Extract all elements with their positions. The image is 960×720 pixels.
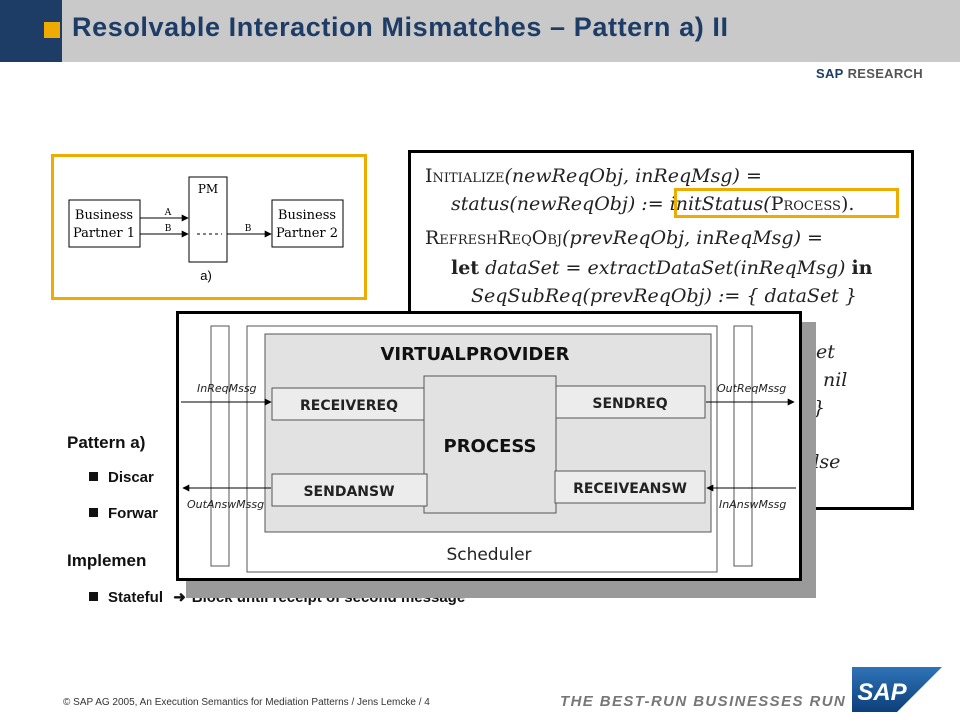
msg-a-label: A <box>164 208 172 218</box>
implies-arrow-icon: ➜ <box>173 589 186 606</box>
receiveansw-box <box>554 470 706 504</box>
sap-research-logo: SAP RESEARCH <box>816 66 923 81</box>
formula-line-3: RefreshReqObj(prevReqObj, inReqMsg) = <box>425 227 823 249</box>
sap-research-brand: SAP <box>816 66 844 81</box>
formula-fragment-brace: } <box>813 397 826 419</box>
sap-research-suffix: RESEARCH <box>847 66 923 81</box>
sap-logo: SAP <box>852 667 942 712</box>
let-expression: dataSet = extractDataSet(inReqMsg) <box>485 257 846 279</box>
business-partner-1-box <box>68 199 141 248</box>
virtualprovider-diagram: VIRTUALPROVIDER RECEIVEREQ SENDREQ PROCE… <box>176 311 802 581</box>
partner1-label-line2: Partner 1 <box>73 226 135 241</box>
bullet-square-icon <box>89 508 98 517</box>
figure-caption: a) <box>200 268 212 283</box>
sap-logo-text: SAP <box>857 679 907 706</box>
pattern-a-diagram: Business Partner 1 PM Business Partner 2… <box>51 154 367 300</box>
init-status-highlight <box>674 188 899 218</box>
receivereq-label: RECEIVEREQ <box>300 398 398 414</box>
footer-copyright: © SAP AG 2005, An Execution Semantics fo… <box>63 697 430 708</box>
bullet-square-icon <box>89 472 98 481</box>
refresh-args: (prevReqObj, inReqMsg) = <box>562 227 823 249</box>
inanswmssg-label: InAnswMssg <box>719 498 786 511</box>
formula-line-2: status(newReqObj) := initStatus(Process)… <box>451 193 854 215</box>
init-end: ). <box>840 193 855 215</box>
init-args: (newReqObj, inReqMsg) = <box>504 165 762 187</box>
implementation-heading: Implemen <box>67 551 147 570</box>
bullet-forward-text: Forwar <box>108 505 159 522</box>
receiveansw-label: RECEIVEANSW <box>573 481 687 497</box>
init-assignment: status(newReqObj) := <box>451 193 664 215</box>
slide-title: Resolvable Interaction Mismatches – Patt… <box>72 12 729 42</box>
pattern-a-svg: Business Partner 1 PM Business Partner 2… <box>68 176 344 283</box>
bullet-discard: Discar <box>89 469 154 486</box>
in-keyword: in <box>851 257 873 279</box>
formula-line-1: Initialize(newReqObj, inReqMsg) = <box>425 165 762 187</box>
refresh-keyword: RefreshReqObj <box>425 227 563 249</box>
msg-b-label: B <box>165 224 172 234</box>
seq-subreq: SeqSubReq(prevReqObj) := { dataSet } <box>471 285 857 307</box>
virtualprovider-title: VIRTUALPROVIDER <box>380 344 569 365</box>
sendansw-label: SENDANSW <box>303 484 394 500</box>
right-rail <box>733 325 753 567</box>
partner1-label-line1: Business <box>75 208 133 223</box>
bullet-square-icon <box>89 592 98 601</box>
bullet-stateful-text: Stateful <box>108 589 164 606</box>
formula-line-5: SeqSubReq(prevReqObj) := { dataSet } <box>471 285 857 307</box>
inreqmssg-label: InReqMssg <box>197 382 257 395</box>
pm-label: PM <box>198 182 218 196</box>
formula-line-4: let dataSet = extractDataSet(inReqMsg) i… <box>451 257 873 279</box>
footer-tagline: THE BEST-RUN BUSINESSES RUN SAP <box>560 693 887 710</box>
partner2-label-line1: Business <box>278 208 336 223</box>
msg-b-out-label: B <box>245 224 252 234</box>
business-partner-2-box <box>271 199 344 248</box>
header-accent-square <box>44 22 60 38</box>
process-label: PROCESS <box>444 436 537 457</box>
process-keyword: Process <box>770 193 841 215</box>
sendreq-box <box>554 385 706 419</box>
header-bar <box>62 0 960 62</box>
partner2-label-line2: Partner 2 <box>276 226 338 241</box>
virtualprovider-svg: VIRTUALPROVIDER RECEIVEREQ SENDREQ PROCE… <box>181 325 796 573</box>
bullet-forward: Forwar <box>89 505 158 522</box>
sendreq-label: SENDREQ <box>592 396 667 412</box>
init-status: initStatus( <box>669 193 771 215</box>
outreqmssg-label: OutReqMssg <box>717 382 786 395</box>
pm-box <box>188 176 228 263</box>
sendansw-box <box>271 473 428 507</box>
process-box <box>423 375 557 514</box>
initialize-keyword: Initialize <box>425 165 505 187</box>
pattern-heading: Pattern a) <box>67 433 146 452</box>
let-keyword: let <box>451 257 480 279</box>
bullet-discard-text: Discar <box>108 469 154 486</box>
receivereq-box <box>271 387 428 421</box>
scheduler-label: Scheduler <box>446 545 531 565</box>
sap-logo-shape <box>852 667 942 712</box>
outanswmssg-label: OutAnswMssg <box>187 498 264 511</box>
sap-logo-svg: SAP <box>852 667 942 712</box>
left-rail <box>210 325 230 567</box>
